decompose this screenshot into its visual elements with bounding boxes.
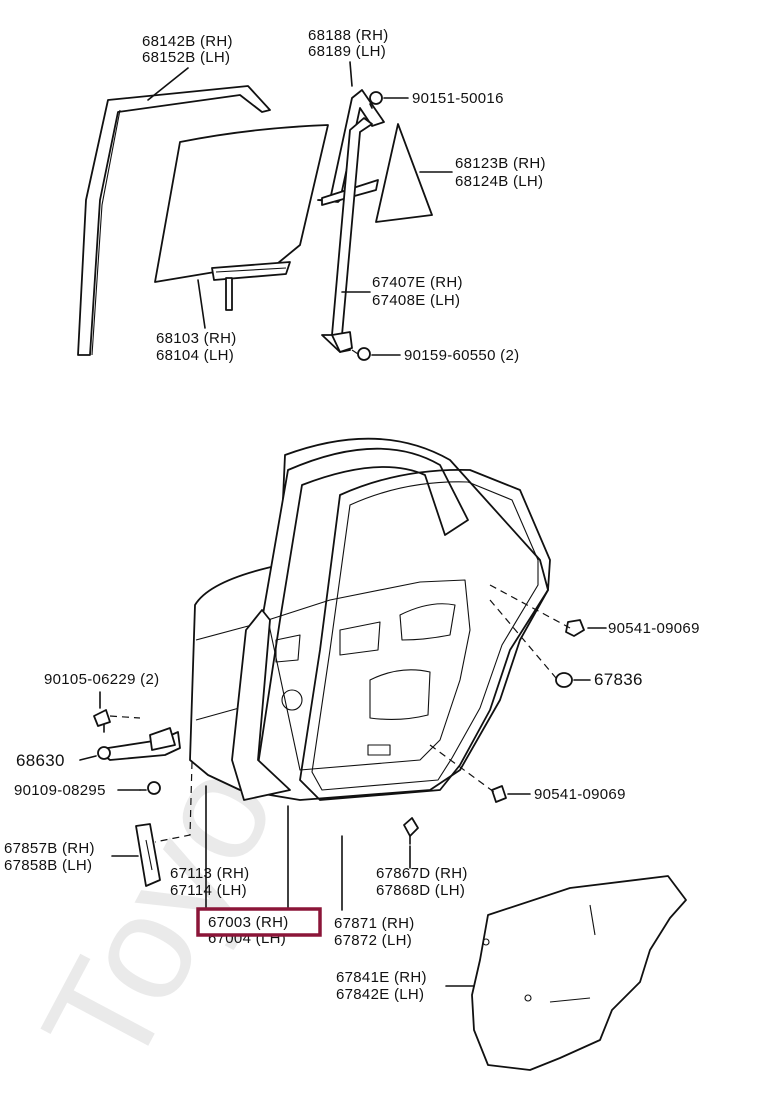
label-67407e: 67407E (RH) [372, 274, 463, 291]
label-68103: 68103 (RH) [156, 330, 237, 347]
quarter-window-glass [375, 123, 433, 223]
door-inner-panel [267, 579, 471, 771]
clip-90541-lower [491, 785, 507, 803]
label-67113: 67113 (RH) [170, 865, 249, 882]
label-90541-upper: 90541-09069 [608, 620, 700, 637]
bolt-90109 [139, 781, 161, 795]
label-90151: 90151-50016 [412, 90, 504, 107]
door-front-edge [231, 609, 291, 801]
label-90159: 90159-60550 (2) [404, 347, 519, 364]
screw-90151 [369, 91, 383, 109]
label-67836: 67836 [594, 670, 643, 689]
label-68123b: 68123B (RH) [455, 155, 546, 172]
screw-90159 [351, 347, 371, 361]
label-90541-lower: 90541-09069 [534, 786, 626, 803]
highlight-box [196, 907, 322, 937]
label-67842e: 67842E (LH) [336, 986, 424, 1003]
leader-68142b [147, 67, 189, 101]
label-67408e: 67408E (LH) [372, 292, 460, 309]
service-hole-cover [471, 875, 687, 1071]
label-67003: 67003 (RH) [208, 914, 289, 931]
label-67857b: 67857B (RH) [4, 840, 95, 857]
bolt-90105 [93, 709, 111, 733]
label-67858b: 67858B (LH) [4, 857, 92, 874]
door-check [97, 727, 181, 761]
dash-bolt [109, 715, 141, 719]
door-panel [189, 437, 549, 801]
label-68152b: 68152B (LH) [142, 49, 230, 66]
label-68630: 68630 [16, 751, 65, 770]
hinge-cover [135, 823, 161, 887]
dash-clip-upper [489, 584, 571, 629]
label-90105: 90105-06229 (2) [44, 671, 159, 688]
label-67871: 67871 (RH) [334, 915, 415, 932]
leader-68630 [79, 755, 97, 761]
leader-68103 [197, 279, 206, 329]
label-68142b: 68142B (RH) [142, 33, 233, 50]
clip-90541-upper [565, 619, 585, 637]
plug-67836 [555, 672, 573, 688]
dash-plug [489, 599, 557, 679]
dash-cover [154, 761, 193, 843]
glass-run-channel [77, 85, 271, 356]
label-68188: 68188 (RH) [308, 27, 389, 44]
label-68124b: 68124B (LH) [455, 173, 543, 190]
door-glass [154, 124, 329, 311]
label-67114: 67114 (LH) [170, 882, 247, 899]
label-67841e: 67841E (RH) [336, 969, 427, 986]
door-weatherstrip [239, 447, 551, 801]
clip-67867d [403, 817, 419, 845]
label-68189: 68189 (LH) [308, 43, 386, 60]
leader-68188 [349, 61, 353, 87]
label-67867d: 67867D (RH) [376, 865, 468, 882]
label-67868d: 67868D (LH) [376, 882, 465, 899]
label-67872: 67872 (LH) [334, 932, 412, 949]
label-68104: 68104 (LH) [156, 347, 234, 364]
label-90109: 90109-08295 [14, 782, 106, 799]
rear-run-channel [321, 117, 373, 353]
dash-clip-lower [429, 744, 495, 793]
